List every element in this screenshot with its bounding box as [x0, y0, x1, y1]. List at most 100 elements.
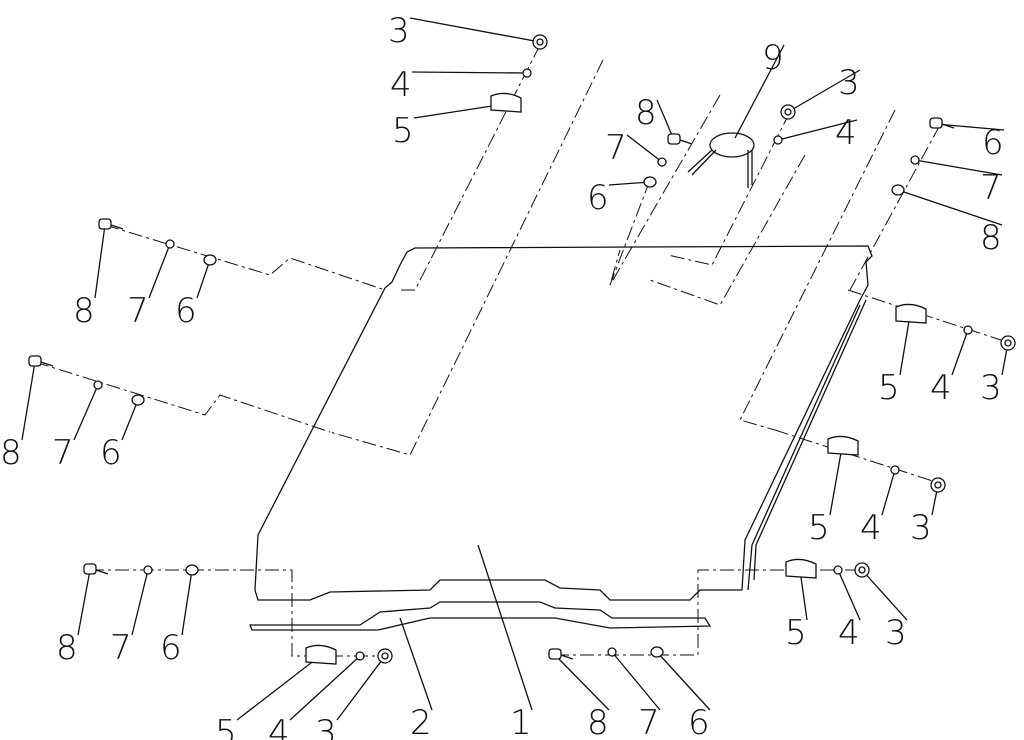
callout-label: 3: [885, 613, 907, 653]
bolt-shank: [560, 654, 574, 660]
leader-line: [181, 569, 193, 636]
leader-line: [131, 569, 149, 636]
callout-label: 5: [392, 111, 414, 151]
leader-line: [935, 123, 1005, 131]
callout-label: 3: [910, 508, 932, 548]
leader-line: [608, 181, 651, 186]
leader-line: [799, 569, 808, 621]
leader-line: [289, 655, 361, 721]
callout-label: 3: [388, 11, 410, 51]
bolt-shank: [941, 123, 955, 129]
callout-label: 9: [762, 38, 784, 78]
grommet-part: [203, 254, 217, 266]
washer-part: [910, 155, 920, 165]
callout-label: 4: [930, 368, 952, 408]
callout-label: 1: [510, 703, 532, 740]
grommet-part: [131, 394, 145, 406]
washer-part: [963, 325, 973, 335]
callout-label: 3: [980, 368, 1002, 408]
leader-line: [196, 259, 211, 299]
bolt-head: [548, 648, 562, 660]
callout-label: 6: [175, 291, 197, 331]
clip-part: [490, 92, 522, 113]
clip-part: [895, 303, 927, 324]
nut-hole: [536, 38, 544, 46]
bolt-head: [83, 563, 97, 575]
bolt-head: [929, 117, 943, 129]
callout-label: 7: [638, 703, 660, 740]
callout-label: 5: [808, 508, 830, 548]
leader-line: [656, 99, 675, 141]
callout-label: 8: [73, 291, 95, 331]
callout-label: 6: [688, 703, 710, 740]
callout-label: 4: [390, 65, 412, 105]
leader-line: [787, 69, 861, 113]
leader-line: [881, 469, 896, 516]
leader-line: [94, 224, 106, 299]
leader-line: [77, 569, 91, 636]
leader-line: [413, 103, 506, 119]
leader-line: [21, 361, 36, 441]
washer-part: [657, 157, 667, 167]
leader-line: [611, 651, 661, 711]
callout-label: 4: [268, 713, 290, 740]
callout-label: 3: [838, 63, 860, 103]
callout-label: 4: [860, 508, 882, 548]
bolt-shank: [95, 569, 109, 575]
leader-line: [236, 655, 321, 721]
callout-label: 4: [835, 113, 857, 153]
bolt-head: [28, 355, 42, 367]
callout-label: 8: [0, 433, 22, 473]
leader-line: [734, 44, 785, 139]
clip-part: [827, 435, 859, 456]
leader-line: [837, 569, 861, 621]
leader-line: [951, 329, 969, 376]
callout-label: 7: [110, 628, 132, 668]
leader-line: [777, 119, 858, 141]
callout-label: 7: [605, 128, 627, 168]
bolt-shank: [679, 139, 693, 145]
leader-line: [829, 446, 843, 516]
callout-label: 6: [587, 178, 609, 218]
nut-hole: [858, 566, 866, 574]
callout-label: 7: [980, 168, 1002, 208]
grommet-part: [643, 176, 657, 188]
callout-label: 8: [980, 218, 1002, 258]
bolt-shank: [110, 224, 124, 230]
callout-label: 6: [160, 628, 182, 668]
callout-label: 5: [785, 613, 807, 653]
leader-line: [656, 651, 711, 711]
callout-label: 5: [215, 713, 237, 740]
washer-part: [355, 651, 365, 661]
grommet-part: [185, 564, 199, 576]
trim-strip: [249, 601, 712, 631]
callout-label: 2: [410, 703, 432, 740]
callout-label: 7: [52, 433, 74, 473]
washer-part: [607, 647, 617, 657]
bolt-head: [667, 133, 681, 145]
callout-label: 8: [587, 703, 609, 740]
washer-part: [890, 465, 900, 475]
callout-label: 4: [838, 613, 860, 653]
label-plate-stand: [687, 149, 753, 188]
leader-line: [861, 569, 908, 621]
leader-line: [73, 384, 99, 441]
washer-part: [522, 68, 532, 78]
grommet-part: [650, 646, 664, 658]
washer-part: [773, 135, 783, 145]
callout-label: 8: [635, 93, 657, 133]
leader-line: [477, 544, 533, 711]
callout-label: 3: [315, 713, 337, 740]
nut-hole: [1004, 339, 1012, 347]
callout-label: 6: [982, 123, 1004, 163]
panel-edge: [747, 299, 867, 591]
grommet-part: [891, 184, 905, 196]
callout-label: 8: [56, 628, 78, 668]
leader-line: [554, 654, 610, 711]
leader-line: [914, 159, 1003, 176]
callout-label: 7: [127, 291, 149, 331]
leader-line: [409, 17, 541, 43]
leader-line: [897, 189, 1003, 226]
